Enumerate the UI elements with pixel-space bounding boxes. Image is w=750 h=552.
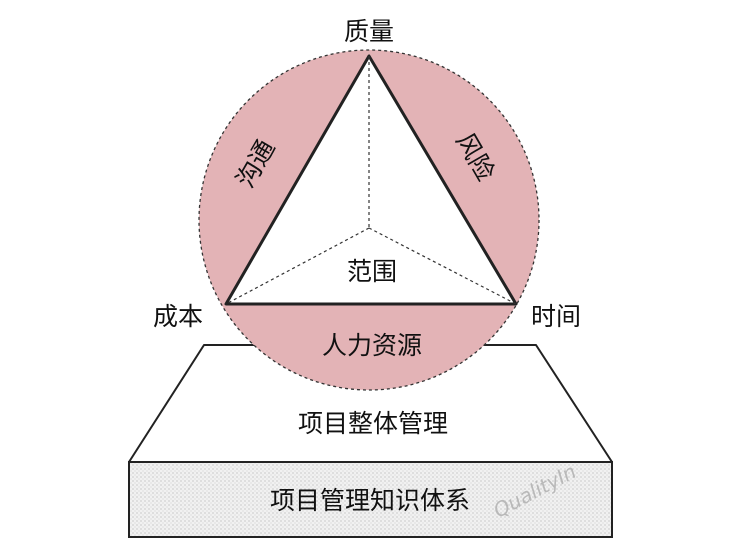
platform-label: 项目整体管理 (298, 409, 448, 438)
scope-triangle (224, 54, 518, 306)
platform-block: 项目整体管理 (128, 344, 613, 463)
pyramid-dashed-lines (225, 56, 517, 305)
base-front-face (128, 461, 613, 538)
dashed-line-left (225, 227, 370, 305)
bottom-arc-label: 人力资源 (322, 331, 422, 360)
top-vertex-label: 质量 (344, 17, 394, 46)
right-vertex-label: 时间 (531, 302, 581, 331)
center-label: 范围 (347, 257, 397, 286)
left-vertex-label: 成本 (153, 302, 203, 331)
base-label: 项目管理知识体系 (270, 486, 470, 515)
